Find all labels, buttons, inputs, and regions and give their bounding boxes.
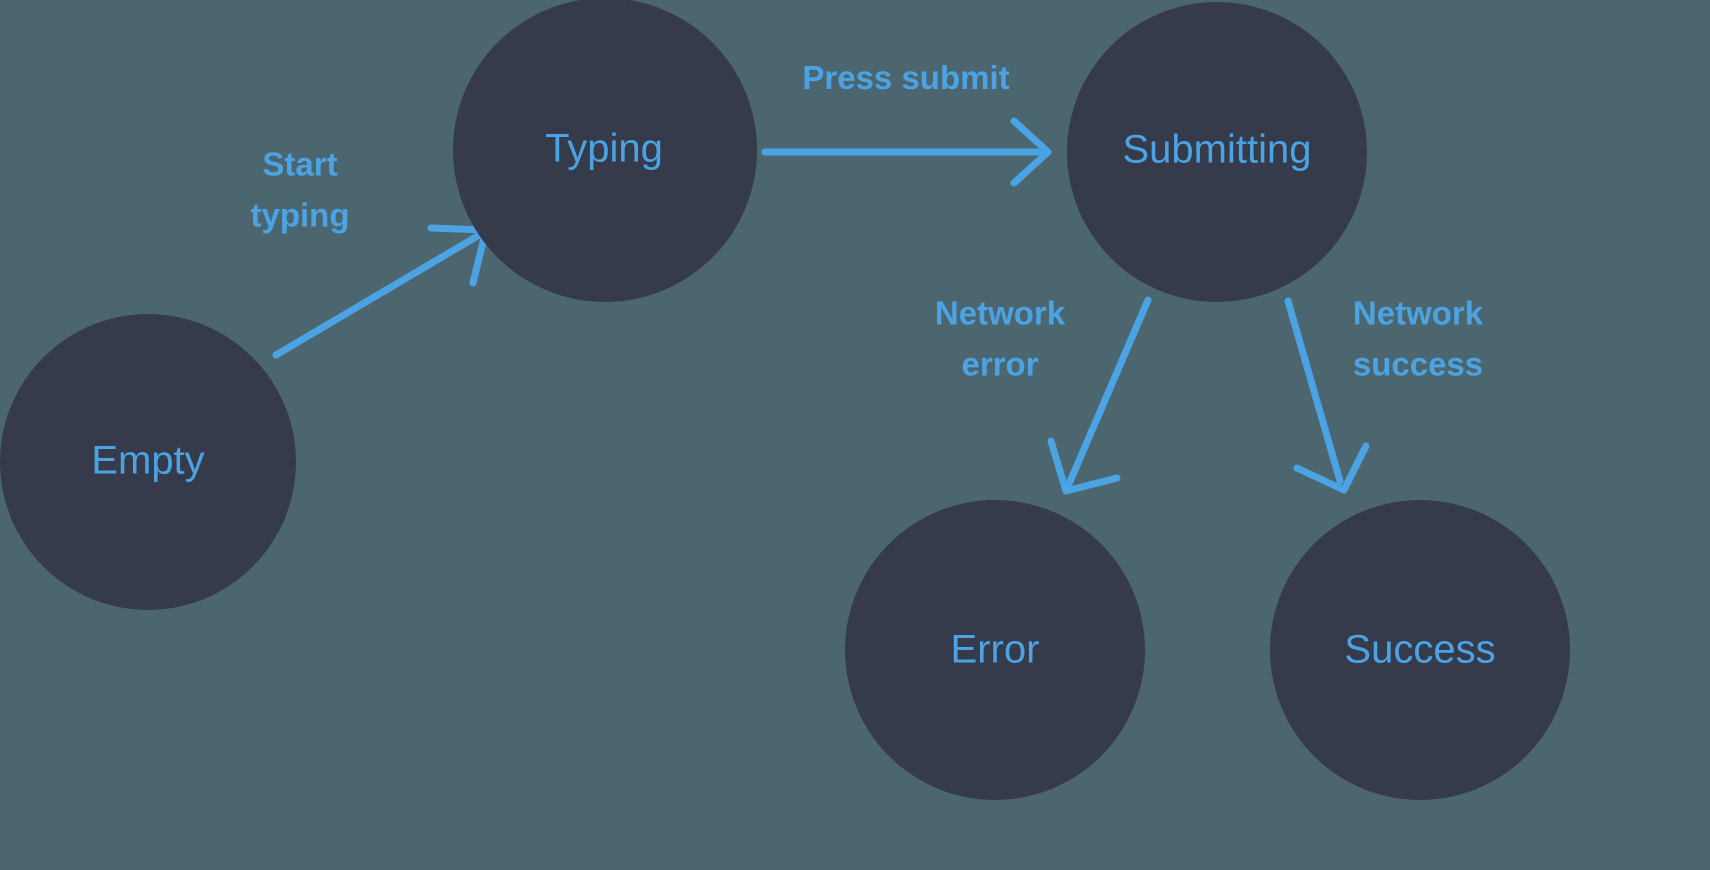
transition-label-line: error [961,345,1038,382]
transition-label-line: Start [262,145,337,182]
transition-label-start-typing: Start typing [251,145,350,233]
state-label-success: Success [1344,628,1495,672]
transition-line-network-error [1065,296,1152,488]
transition-label-line: Network [1353,294,1484,331]
transition-label-line: Network [935,294,1066,331]
state-label-empty: Empty [91,439,204,483]
state-label-error: Error [951,628,1040,672]
state-circle-submitting[interactable] [1067,2,1367,302]
transition-line-start-typing [272,230,485,359]
state-circle-empty[interactable] [0,314,296,610]
arrowhead-icon-press-submit [1010,117,1052,187]
state-circle-typing[interactable] [453,0,757,302]
transition-label-network-success: Network success [1353,294,1484,382]
state-node-empty[interactable]: Empty [0,314,296,610]
transition-line-network-success [1284,297,1344,485]
transition-label-press-submit: Press submit [802,59,1009,96]
transition-label-line: typing [251,196,350,233]
state-label-submitting: Submitting [1123,128,1312,172]
state-node-error[interactable]: Error [845,500,1145,800]
state-node-success[interactable]: Success [1270,500,1570,800]
state-node-submitting[interactable]: Submitting [1067,2,1367,302]
transition-label-line: Press submit [802,59,1009,96]
state-node-typing[interactable]: Typing [453,0,757,302]
transition-network-success [1284,297,1370,494]
transition-start-typing [272,224,490,359]
arrowhead-icon-network-error [1047,437,1121,495]
transitions-layer [272,117,1370,495]
state-label-typing: Typing [545,127,663,171]
transition-press-submit [761,117,1052,187]
state-circle-error[interactable] [845,500,1145,800]
transition-label-network-error: Network error [935,294,1066,382]
transition-label-line: success [1353,345,1483,382]
transition-network-error [1047,296,1152,495]
state-circle-success[interactable] [1270,500,1570,800]
arrowhead-icon-network-success [1293,442,1370,494]
